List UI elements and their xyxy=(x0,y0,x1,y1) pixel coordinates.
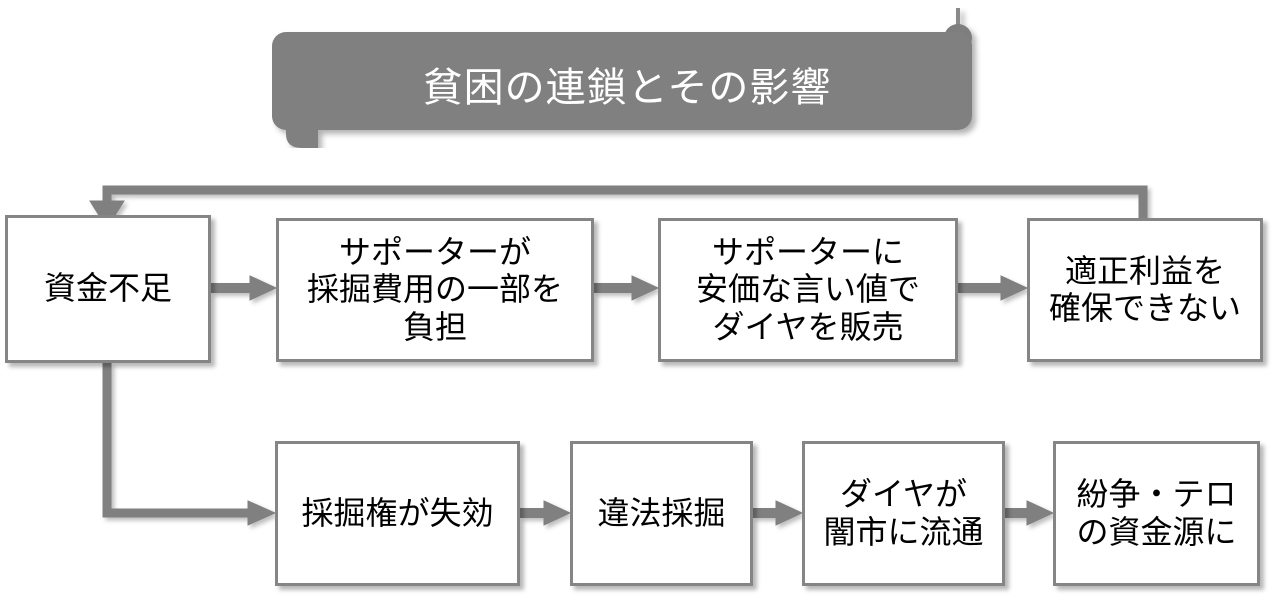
node-funding-source-for-conflict-terror[interactable]: 紛争・テロ の資金源に xyxy=(1053,441,1260,586)
node-sell-diamonds-cheap-to-supporter[interactable]: サポーターに 安価な言い値で ダイヤを販売 xyxy=(658,218,958,362)
banner-plaque xyxy=(272,32,972,130)
node-label: 適正利益を 確保できない xyxy=(1048,251,1241,327)
feedback-arrow-n4-to-n1 xyxy=(89,185,1148,229)
arrow-n2-to-n3 xyxy=(594,275,660,301)
arrow-n5-to-n6 xyxy=(520,500,572,526)
branch-arrow-n1-to-n5 xyxy=(102,363,277,526)
node-label: 資金不足 xyxy=(43,269,172,308)
arrow-n1-to-n2 xyxy=(211,275,278,301)
ribbon-tab-icon xyxy=(286,120,318,148)
node-illegal-mining[interactable]: 違法採掘 xyxy=(570,441,753,586)
node-label: 違法採掘 xyxy=(597,493,726,532)
node-cannot-secure-fair-profit[interactable]: 適正利益を 確保できない xyxy=(1027,218,1263,362)
node-label: サポーターに 安価な言い値で ダイヤを販売 xyxy=(695,233,920,346)
node-funding-shortage[interactable]: 資金不足 xyxy=(5,215,211,363)
title-banner: 貧困の連鎖とその影響 xyxy=(272,8,982,148)
arrow-n3-to-n4 xyxy=(958,275,1029,301)
arrow-n7-to-n8 xyxy=(1005,500,1055,526)
banner-title-text: 貧困の連鎖とその影響 xyxy=(422,65,832,111)
node-label: ダイヤが 闇市に流通 xyxy=(823,475,984,551)
node-diamonds-in-black-market[interactable]: ダイヤが 闇市に流通 xyxy=(802,441,1005,586)
node-mining-rights-expire[interactable]: 採掘権が失効 xyxy=(275,441,520,586)
arrow-n6-to-n7 xyxy=(753,500,804,526)
node-label: サポーターが 採掘費用の一部を 負担 xyxy=(306,233,563,346)
node-label: 紛争・テロ の資金源に xyxy=(1076,475,1237,551)
node-label: 採掘権が失効 xyxy=(301,493,494,532)
node-supporter-pays-part-of-mining-cost[interactable]: サポーターが 採掘費用の一部を 負担 xyxy=(276,218,594,362)
